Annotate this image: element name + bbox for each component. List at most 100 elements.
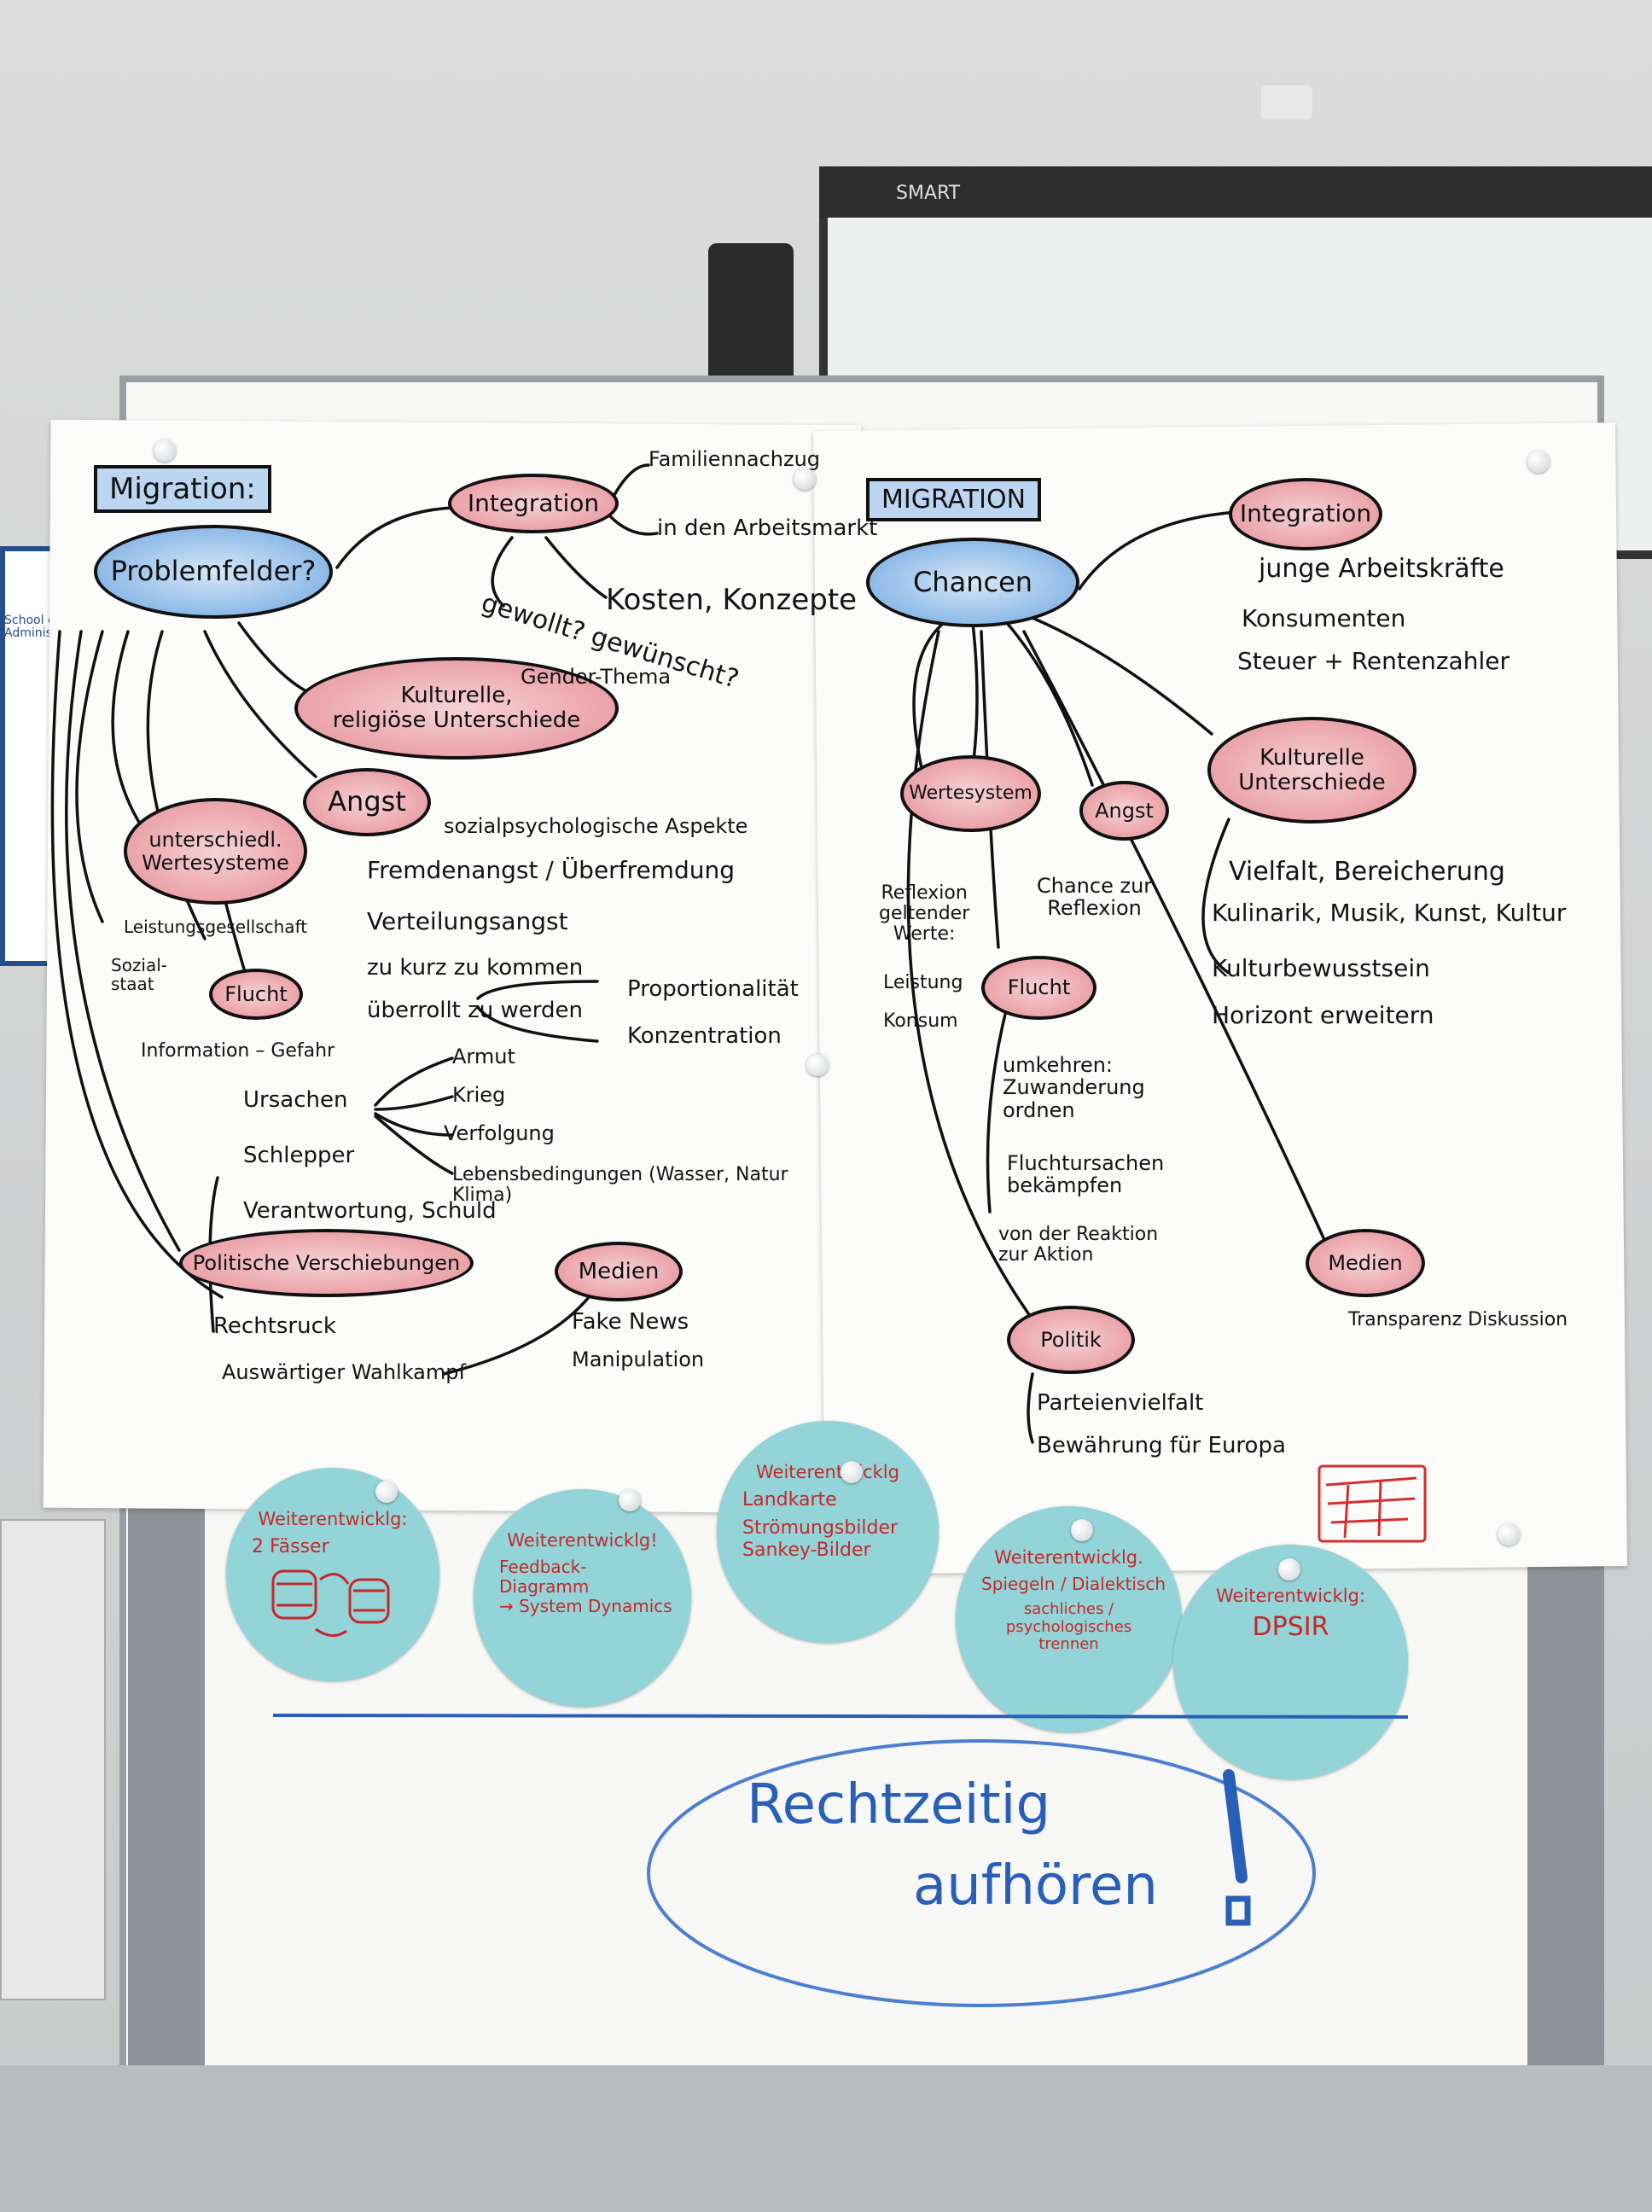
node-integration-right: Integration bbox=[1229, 478, 1382, 550]
circle-5-item-1: DPSIR bbox=[1252, 1612, 1329, 1642]
node-problemfelder-label: Problemfelder? bbox=[110, 555, 317, 588]
text-leistung: Leistung bbox=[883, 972, 963, 993]
text-fake-news: Fake News bbox=[572, 1309, 689, 1335]
circle-3-title: Weiterentwicklg bbox=[756, 1462, 899, 1482]
text-angst-3: Verteilungsangst bbox=[367, 907, 568, 935]
pin-c5 bbox=[1278, 1558, 1300, 1580]
node-wertesystem-right: Wertesystem bbox=[900, 755, 1041, 832]
camera bbox=[1261, 85, 1312, 119]
circle-weiterentwicklung-3: Weiterentwicklg Landkarte Strömungsbilde… bbox=[717, 1421, 939, 1643]
text-konsumenten: Konsumenten bbox=[1242, 604, 1406, 632]
circle-weiterentwicklung-4: Weiterentwicklg. Spiegeln / Dialektisch … bbox=[956, 1506, 1182, 1732]
circle-4-item-2: sachliches / psychologisches trennen bbox=[1005, 1600, 1132, 1654]
node-medien-right-label: Medien bbox=[1328, 1250, 1403, 1275]
node-medien-right: Medien bbox=[1306, 1229, 1425, 1297]
node-kulturelle-left: Kulturelle, religiöse Unterschiede bbox=[294, 657, 619, 760]
circle-2-item-1: Feedback- Diagramm → System Dynamics bbox=[499, 1557, 672, 1616]
text-rechtsruck: Rechtsruck bbox=[213, 1313, 336, 1339]
node-politische-verschiebungen: Politische Verschiebungen bbox=[179, 1229, 474, 1297]
circle-5-title: Weiterentwicklg: bbox=[1215, 1586, 1366, 1606]
text-fluchtursachen: Fluchtursachen bekämpfen bbox=[1007, 1151, 1165, 1198]
barrel-icon bbox=[271, 1569, 390, 1638]
text-kulinarik: Kulinarik, Musik, Kunst, Kultur bbox=[1212, 899, 1567, 927]
text-vielfalt: Vielfalt, Bereicherung bbox=[1229, 857, 1505, 887]
shelf bbox=[0, 1519, 106, 2000]
circle-1-title: Weiterentwicklg: bbox=[258, 1509, 408, 1529]
text-sozialstaat: Sozial- staat bbox=[111, 955, 168, 994]
text-konzentration: Konzentration bbox=[627, 1023, 782, 1049]
circle-3-item-1: Landkarte bbox=[742, 1489, 837, 1511]
node-flucht-left-label: Flucht bbox=[224, 981, 288, 1006]
node-politik-right: Politik bbox=[1007, 1306, 1135, 1374]
text-konsum: Konsum bbox=[883, 1010, 958, 1032]
node-flucht-right: Flucht bbox=[981, 956, 1096, 1020]
circle-weiterentwicklung-1: Weiterentwicklg: 2 Fässer bbox=[226, 1468, 439, 1681]
node-problemfelder: Problemfelder? bbox=[94, 525, 333, 619]
text-reflexion-werte: Reflexion geltender Werte: bbox=[879, 882, 970, 946]
pin-c2 bbox=[619, 1489, 641, 1511]
text-angst-4: zu kurz zu kommen bbox=[367, 955, 584, 981]
text-kulturbewusstsein: Kulturbewusstsein bbox=[1212, 954, 1430, 982]
text-angst-5: überrollt zu werden bbox=[367, 998, 584, 1023]
node-kulturelle-right-label: Kulturelle Unterschiede bbox=[1238, 744, 1386, 795]
text-flucht-ursachen: Ursachen bbox=[243, 1087, 348, 1113]
text-angst-2: Fremdenangst / Überfremdung bbox=[367, 856, 735, 884]
floor bbox=[0, 2065, 1652, 2212]
text-junge-arbeitskraefte: junge Arbeitskräfte bbox=[1259, 554, 1504, 584]
node-chancen: Chancen bbox=[866, 538, 1079, 627]
node-angst-right: Angst bbox=[1079, 781, 1169, 841]
text-flucht-verantwortung: Verantwortung, Schuld bbox=[243, 1198, 497, 1224]
text-leistungsgesellschaft: Leistungsgesellschaft bbox=[124, 917, 308, 937]
node-wertesystem-right-label: Wertesystem bbox=[909, 782, 1032, 804]
right-title: MIGRATION bbox=[866, 478, 1042, 521]
text-parteienvielfalt: Parteienvielfalt bbox=[1037, 1390, 1204, 1416]
node-politik-right-label: Politik bbox=[1040, 1327, 1102, 1352]
node-integration-left: Integration bbox=[448, 474, 619, 533]
whiteboard-text-rechtzeitig: Rechtzeitig bbox=[747, 1773, 1051, 1837]
text-wahlkampf: Auswärtiger Wahlkampf bbox=[222, 1360, 466, 1384]
pin-c3 bbox=[841, 1461, 863, 1483]
left-title: Migration: bbox=[94, 465, 271, 513]
pin-1 bbox=[154, 439, 176, 462]
text-transparenz: Transparenz Diskussion bbox=[1348, 1309, 1568, 1330]
pin-5 bbox=[1498, 1523, 1520, 1545]
node-medien-left-label: Medien bbox=[578, 1258, 660, 1284]
node-wertesysteme-left: unterschiedl. Wertesysteme bbox=[124, 798, 307, 905]
node-medien-left: Medien bbox=[555, 1242, 683, 1301]
text-umkehren: umkehren: Zuwanderung ordnen bbox=[1003, 1053, 1145, 1122]
node-angst-right-label: Angst bbox=[1095, 798, 1154, 823]
node-politische-verschiebungen-label: Politische Verschiebungen bbox=[192, 1250, 461, 1275]
text-flucht-schlepper: Schlepper bbox=[243, 1143, 355, 1168]
pin-c1 bbox=[375, 1481, 398, 1503]
node-integration-left-label: Integration bbox=[467, 488, 600, 517]
text-proportionalitaet: Proportionalität bbox=[627, 976, 799, 1002]
node-chancen-label: Chancen bbox=[912, 565, 1033, 598]
red-scribble bbox=[1318, 1464, 1427, 1543]
text-ursache-lebensbedingungen: Lebensbedingungen (Wasser, Natur Klima) bbox=[452, 1164, 788, 1207]
text-bewaehrung: Bewährung für Europa bbox=[1037, 1433, 1286, 1458]
whiteboard-text-aufhoeren: aufhören bbox=[913, 1854, 1158, 1918]
text-steuerzahler: Steuer + Rentenzahler bbox=[1237, 647, 1509, 675]
text-arbeitsmarkt: in den Arbeitsmarkt bbox=[657, 515, 878, 541]
pin-2 bbox=[794, 468, 816, 490]
circle-1-item-1: 2 Fässer bbox=[252, 1536, 329, 1557]
text-ursache-armut: Armut bbox=[452, 1045, 515, 1068]
text-chance-reflexion: Chance zur Reflexion bbox=[1037, 874, 1153, 921]
text-manipulation: Manipulation bbox=[572, 1348, 705, 1371]
node-flucht-left: Flucht bbox=[209, 969, 303, 1020]
text-flucht-1: Information – Gefahr bbox=[141, 1040, 335, 1062]
node-flucht-right-label: Flucht bbox=[1007, 975, 1071, 1000]
circle-4-item-1: Spiegeln / Dialektisch bbox=[981, 1574, 1166, 1594]
circle-weiterentwicklung-2: Weiterentwicklg! Feedback- Diagramm → Sy… bbox=[474, 1489, 691, 1707]
node-wertesysteme-left-label: unterschiedl. Wertesysteme bbox=[142, 828, 289, 875]
text-kosten: Kosten, Konzepte bbox=[606, 583, 858, 617]
circle-4-title: Weiterentwicklg. bbox=[994, 1547, 1143, 1568]
node-kulturelle-left-label: Kulturelle, religiöse Unterschiede bbox=[332, 683, 581, 733]
text-gender-thema: Gender-Thema bbox=[521, 665, 672, 689]
text-ursache-verfolgung: Verfolgung bbox=[444, 1121, 555, 1145]
text-reaktion-aktion: von der Reaktion zur Aktion bbox=[998, 1224, 1159, 1266]
circle-2-title: Weiterentwicklg! bbox=[507, 1530, 658, 1551]
node-integration-right-label: Integration bbox=[1239, 499, 1372, 528]
